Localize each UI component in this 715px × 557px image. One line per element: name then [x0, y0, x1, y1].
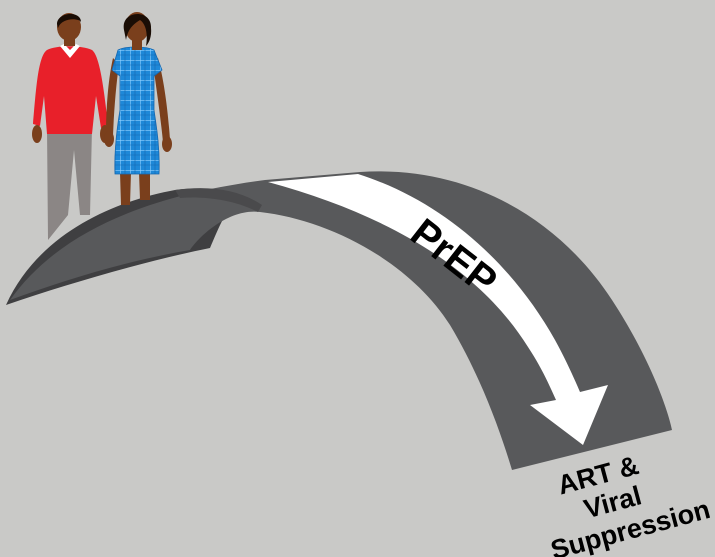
woman-right-hand	[162, 136, 172, 152]
woman-left-hand	[104, 131, 114, 147]
man-left-hand	[32, 125, 42, 143]
